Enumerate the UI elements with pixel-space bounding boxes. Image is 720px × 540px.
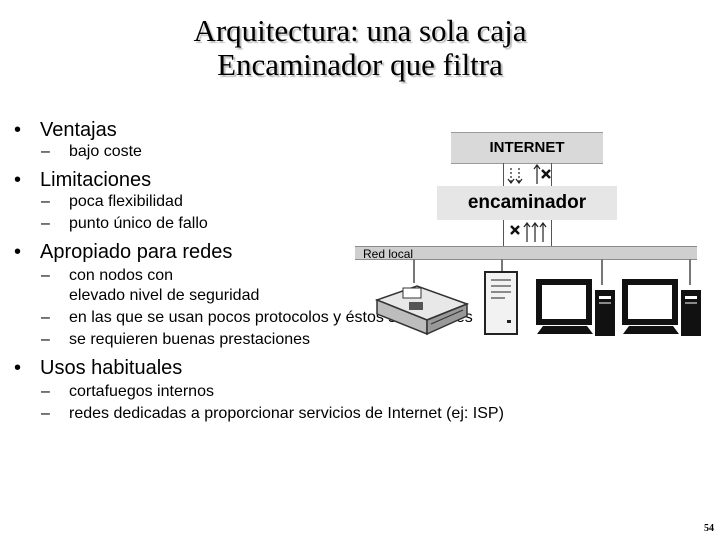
bullet-dot-icon: • (14, 169, 22, 191)
computer-icon (536, 279, 615, 336)
bullet-apropiado: •Apropiado para redes (14, 241, 233, 263)
bullet-list: •Ventajas –bajo coste •Limitaciones –poc… (14, 118, 614, 424)
bullet-limitaciones: •Limitaciones (14, 169, 152, 191)
bullet-usos: •Usos habituales (14, 357, 183, 379)
sub-bullet: –bajo coste (41, 143, 142, 160)
internet-box: INTERNET (451, 132, 603, 164)
network-diagram: INTERNET encaminador (355, 128, 715, 348)
title-line-1: Arquitectura: una sola caja (193, 13, 527, 48)
sub-bullet: –poca flexibilidad (41, 193, 183, 210)
lan-bar (355, 246, 697, 260)
router-box: encaminador (437, 186, 617, 220)
title-line-2: Encaminador que filtra (217, 47, 503, 82)
printer-icon (374, 285, 469, 336)
sub-bullet: –en las que se usan pocos protocolos y é… (41, 309, 473, 326)
sub-bullet: –punto único de fallo (41, 215, 208, 232)
bullet-ventajas: •Ventajas (14, 119, 117, 141)
sub-bullet: –con nodos con (41, 267, 174, 284)
slide-title: Arquitectura: una sola caja Encaminador … (0, 14, 720, 82)
server-icon (484, 271, 518, 335)
computer-icon (622, 279, 701, 336)
traffic-arrows-icon (510, 222, 547, 242)
connector-line (503, 220, 504, 246)
connector-line (551, 220, 552, 246)
page-number: 54 (704, 523, 714, 534)
connector-line (503, 163, 504, 186)
lan-label: Red local (363, 247, 414, 261)
sub-bullet-continuation: elevado nivel de seguridad (69, 287, 260, 304)
sub-bullet: –cortafuegos internos (41, 383, 214, 400)
connector-line (551, 163, 552, 186)
bullet-dot-icon: • (14, 241, 22, 263)
bullet-dot-icon: • (14, 357, 22, 379)
sub-bullet: –redes dedicadas a proporcionar servicio… (41, 405, 504, 422)
sub-bullet: –se requieren buenas prestaciones (41, 331, 311, 348)
bullet-dot-icon: • (14, 119, 22, 141)
traffic-arrows-icon (507, 164, 551, 184)
